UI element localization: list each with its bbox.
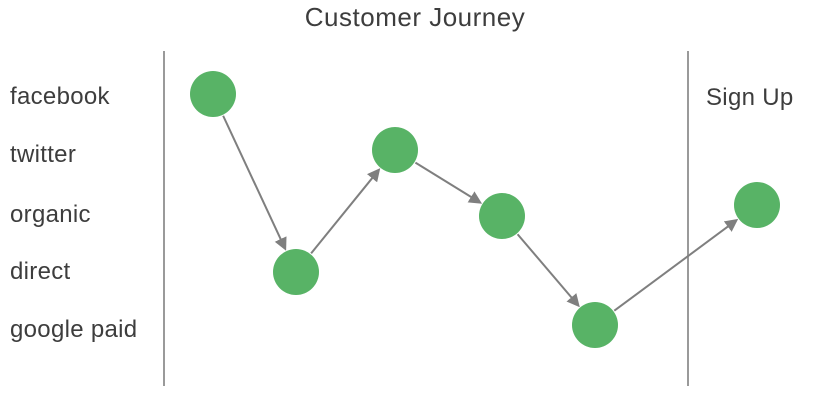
signup-label: Sign Up — [706, 84, 794, 111]
node-facebook — [190, 71, 236, 117]
node-signup — [734, 182, 780, 228]
node-direct — [273, 249, 319, 295]
edge-arrow-google-paid-to-signup — [613, 218, 739, 312]
row-label-direct: direct — [10, 258, 71, 285]
row-label-twitter: twitter — [10, 141, 77, 168]
edge-arrow-organic-to-google-paid — [516, 233, 580, 308]
diagram-title: Customer Journey — [304, 2, 526, 32]
edge-arrow-facebook-to-direct — [222, 115, 287, 251]
node-google-paid — [572, 302, 618, 348]
node-twitter — [372, 127, 418, 173]
edge-arrow-twitter-to-organic — [414, 161, 483, 204]
row-label-google-paid: google paid — [10, 316, 138, 343]
row-label-organic: organic — [10, 201, 91, 228]
row-label-facebook: facebook — [10, 83, 110, 110]
node-organic — [479, 193, 525, 239]
edge-arrow-direct-to-twitter — [310, 168, 381, 254]
